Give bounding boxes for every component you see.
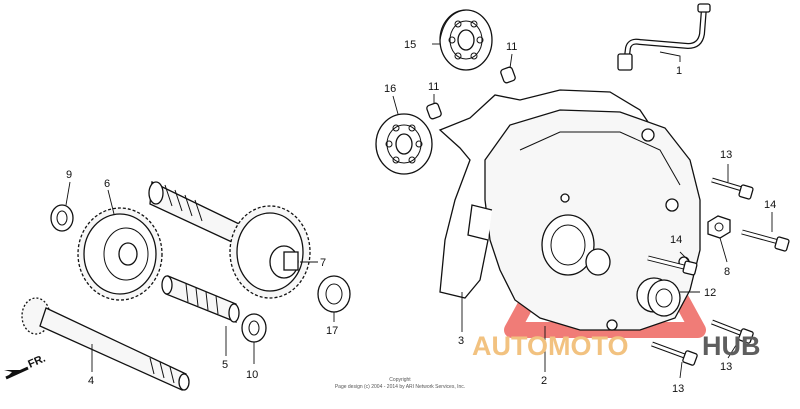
- callout-7: 7: [320, 257, 326, 269]
- callout-5: 5: [222, 359, 228, 371]
- part-4-drive-shaft[interactable]: [21, 297, 190, 391]
- copyright-line-1: Copyright: [389, 377, 411, 383]
- part-10-thrust-washer[interactable]: [241, 313, 267, 343]
- callout-13-right: 13: [720, 361, 732, 373]
- callout-15: 15: [404, 39, 416, 51]
- callout-14-left: 14: [670, 234, 682, 246]
- part-9-thrust-washer[interactable]: [50, 204, 74, 232]
- watermark-text-dark: HUB: [702, 331, 761, 361]
- part-12-oil-seal[interactable]: [647, 279, 681, 317]
- callout-2: 2: [541, 375, 547, 387]
- callout-6: 6: [104, 178, 110, 190]
- part-17-oil-seal[interactable]: [317, 275, 351, 313]
- copyright-line-2: Page design (c) 2004 - 2014 by ARI Netwo…: [335, 384, 465, 390]
- watermark-text: AUTOMOTO HUB: [472, 331, 761, 361]
- callout-11-upper: 11: [506, 41, 517, 53]
- callout-14-right: 14: [764, 199, 776, 211]
- direction-label: FR.: [26, 353, 47, 371]
- copyright-notice: Copyright Page design (c) 2004 - 2014 by…: [335, 377, 465, 390]
- part-13-bolt-lower-right[interactable]: [711, 319, 754, 344]
- callout-12: 12: [704, 287, 716, 299]
- callout-3: 3: [458, 335, 464, 347]
- callout-9: 9: [66, 169, 72, 181]
- callout-11-lower: 11: [428, 81, 439, 93]
- callout-17: 17: [326, 325, 338, 337]
- part-11-dowel-pin-lower[interactable]: [426, 102, 442, 120]
- part-8-flange-nut[interactable]: [707, 215, 731, 239]
- leader-lines: [65, 43, 773, 379]
- watermark-text-light: AUTOMOTO: [472, 331, 629, 361]
- part-14-bolt-right[interactable]: [741, 229, 790, 252]
- part-16-bearing[interactable]: [375, 113, 433, 175]
- callout-8: 8: [724, 266, 730, 278]
- callout-13-lower: 13: [672, 383, 684, 395]
- callout-1: 1: [676, 65, 682, 77]
- callout-labels: 1 2 3 4 5 6 7 8 9 10 11 11 12 13 13 13 1…: [66, 39, 776, 395]
- callout-10: 10: [246, 369, 258, 381]
- part-14-bolt-left[interactable]: [647, 255, 698, 276]
- part-1-breather-tube[interactable]: [617, 3, 711, 71]
- part-13-bolt-upper[interactable]: [711, 177, 754, 200]
- part-2-transmission-case[interactable]: [467, 109, 701, 331]
- callout-13-upper: 13: [720, 149, 732, 161]
- part-5-shaft[interactable]: [161, 275, 240, 323]
- front-direction-arrow: FR.: [4, 353, 47, 380]
- callout-16: 16: [384, 83, 396, 95]
- part-11-dowel-pin-upper[interactable]: [500, 66, 516, 84]
- part-7-countershaft[interactable]: [148, 181, 311, 299]
- callout-4: 4: [88, 375, 94, 387]
- part-6-gear[interactable]: [77, 207, 163, 301]
- part-15-bearing[interactable]: [439, 9, 493, 71]
- part-13-bolt-lower[interactable]: [651, 341, 698, 366]
